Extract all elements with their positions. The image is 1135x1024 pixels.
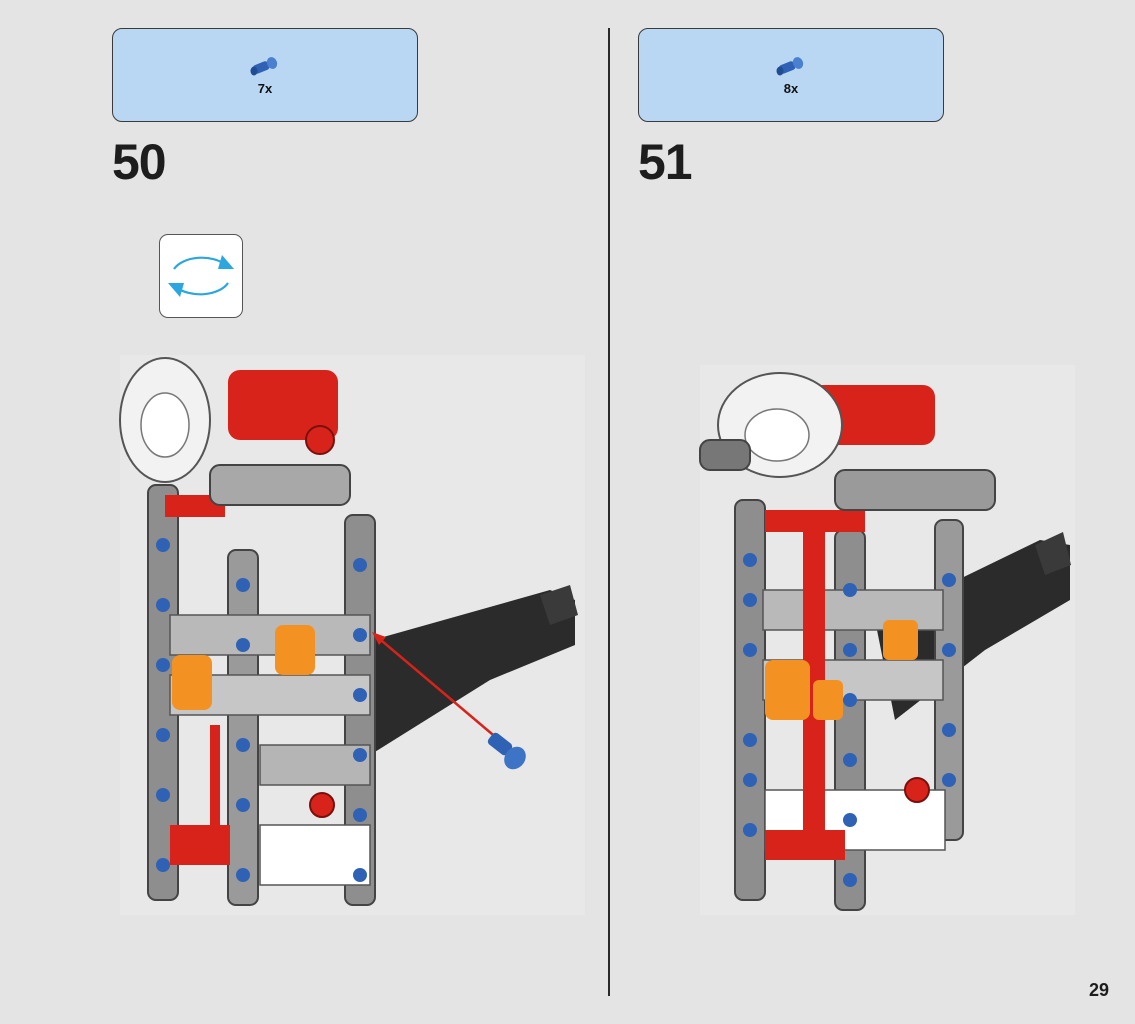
step-number-51: 51 <box>638 134 693 190</box>
step-divider <box>608 28 610 996</box>
parts-callout-step-50: 7x <box>112 28 418 122</box>
blue-pin-icon <box>776 57 804 76</box>
parts-count: 7x <box>257 81 273 96</box>
step-number-50: 50 <box>112 134 167 190</box>
rotate-icon <box>168 255 234 297</box>
rotate-model-indicator <box>159 234 243 318</box>
page-number: 29 <box>1088 980 1109 1000</box>
model-illustration-step-50 <box>119 355 585 915</box>
parts-count: 8x <box>783 81 799 96</box>
model-illustration-step-51 <box>699 365 1075 915</box>
parts-callout-step-51: 8x <box>638 28 944 122</box>
blue-pin-icon <box>250 57 278 76</box>
